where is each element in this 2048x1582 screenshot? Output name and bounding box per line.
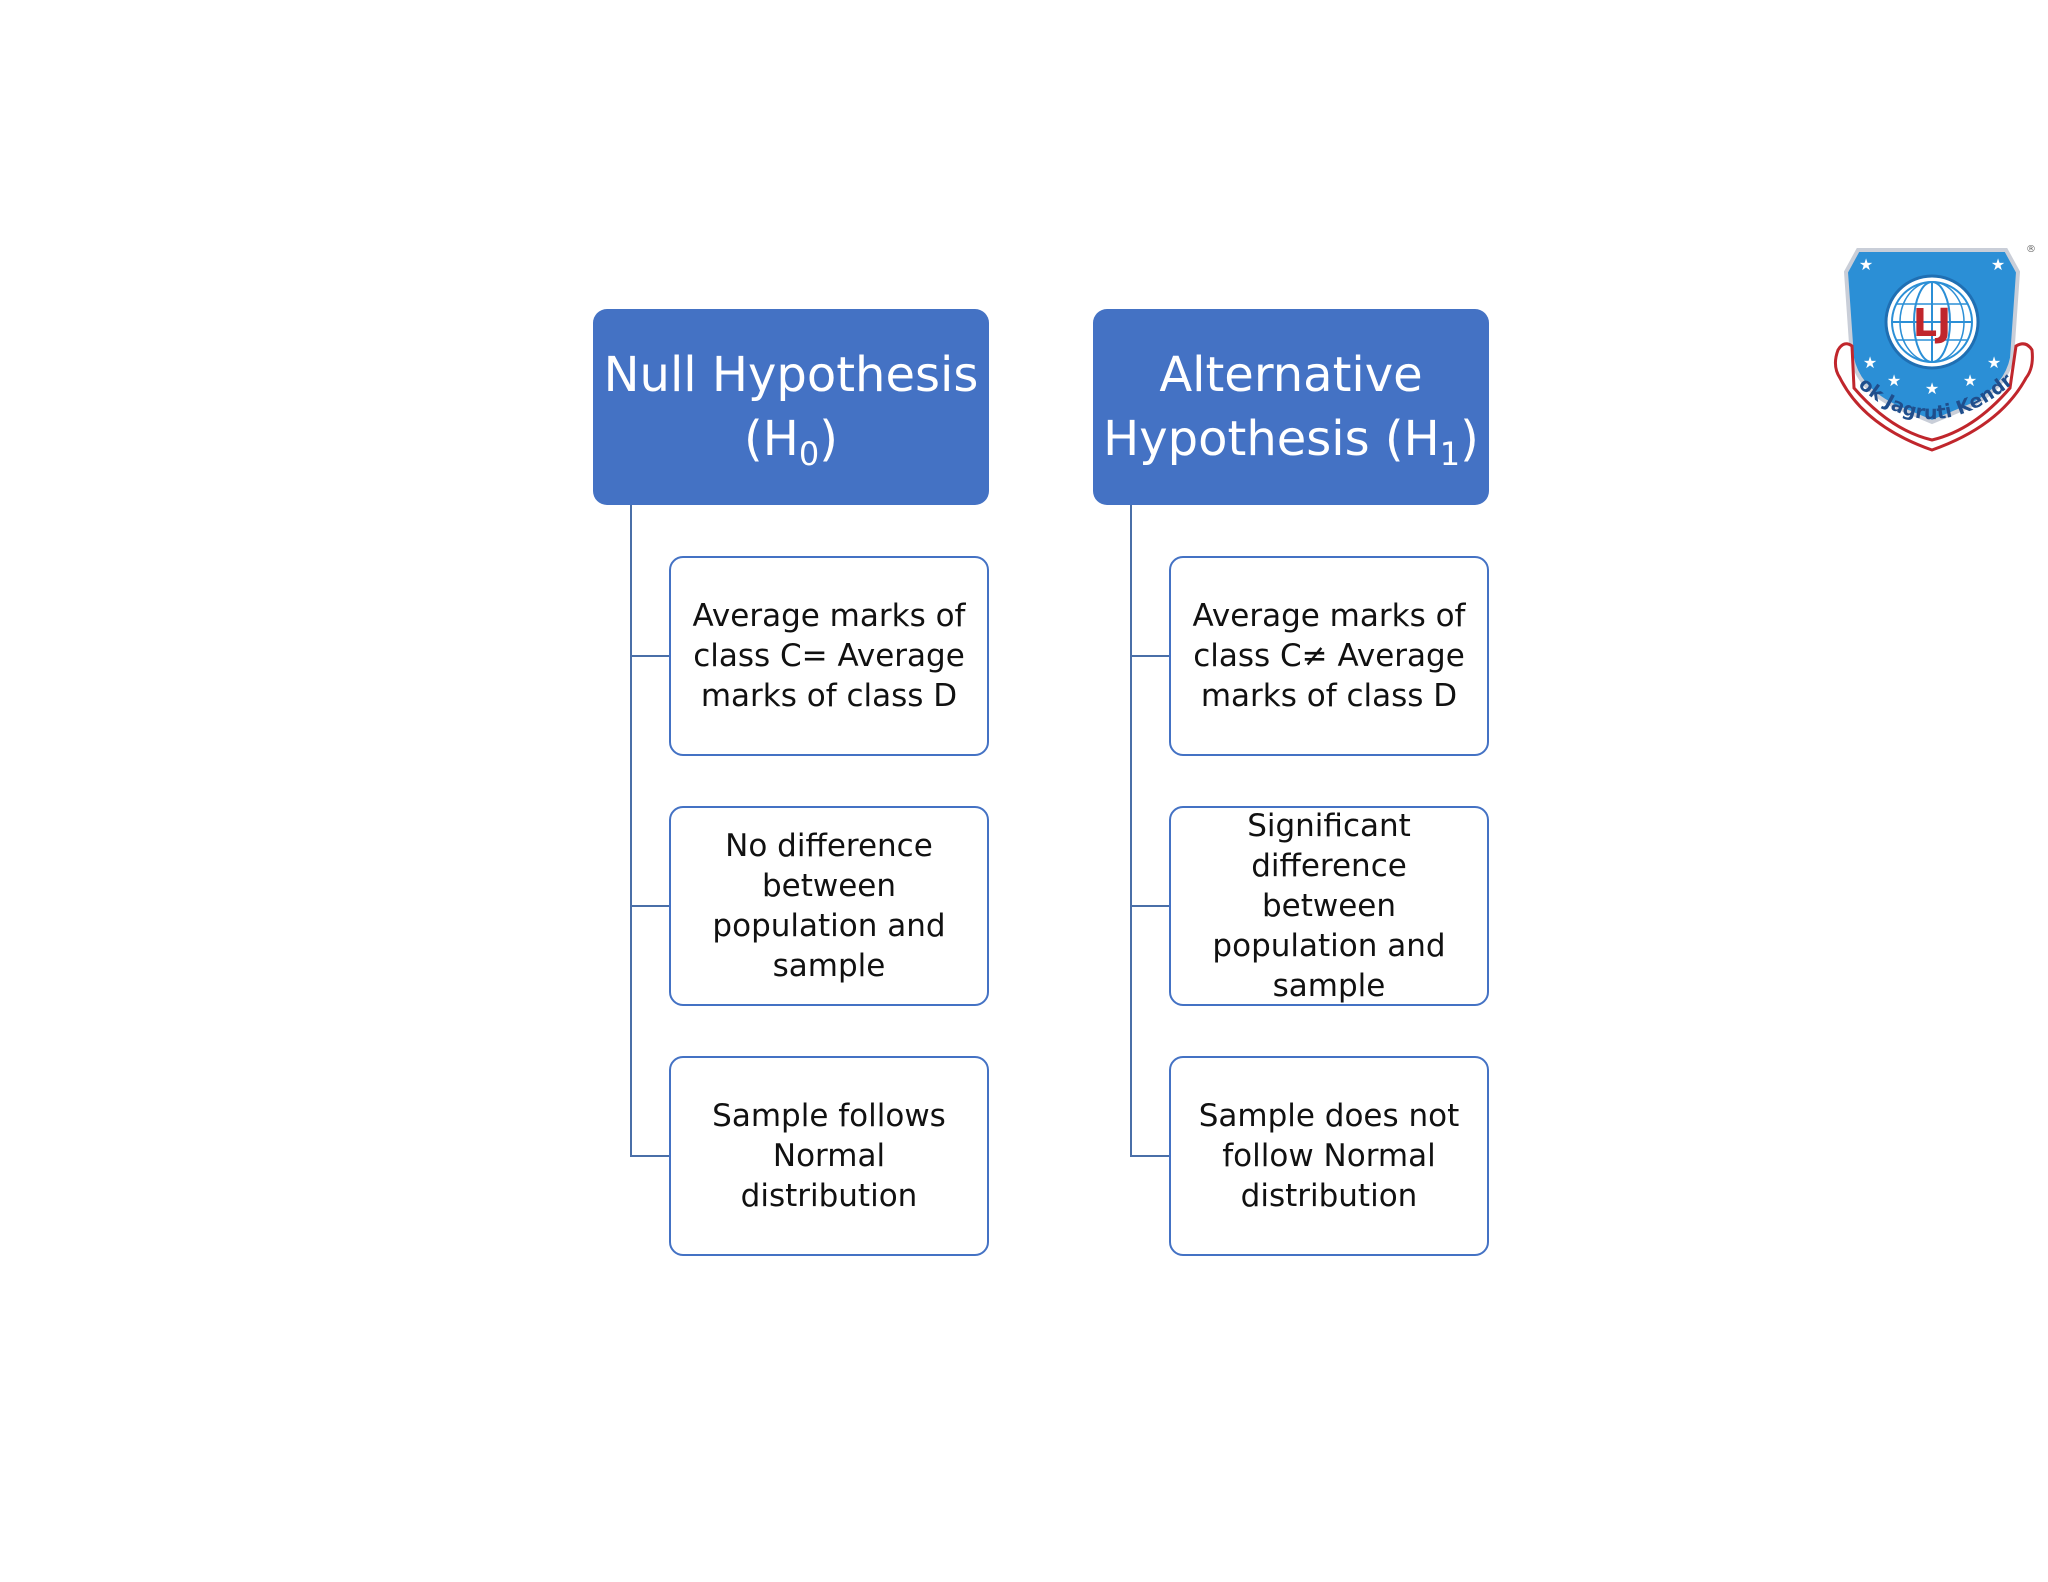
- null-item-text: Average marks of class C= Average marks …: [692, 598, 966, 714]
- alt-tree-trunk: [1130, 505, 1132, 1157]
- alt-item-box: Sample does not follow Normal distributi…: [1169, 1056, 1489, 1256]
- null-branch-2: [630, 905, 670, 907]
- svg-text:★: ★: [1991, 255, 2005, 274]
- logo-monogram: LJ: [1913, 301, 1951, 345]
- alt-title-close: ): [1460, 411, 1479, 467]
- alt-branch-2: [1130, 905, 1170, 907]
- lok-jagruti-kendra-logo: ★ ★ ★ ★ ★ ★ ★ LJ ®: [1824, 221, 2040, 460]
- globe-icon: [1884, 274, 1980, 370]
- alternative-hypothesis-title: Alternative Hypothesis (H1): [1103, 343, 1479, 471]
- null-item-box: No difference between population and sam…: [669, 806, 989, 1006]
- alt-item-box: Average marks of class C≠ Average marks …: [1169, 556, 1489, 756]
- svg-text:★: ★: [1925, 379, 1939, 398]
- alt-branch-1: [1130, 655, 1170, 657]
- null-item-text: No difference between population and sam…: [712, 828, 946, 984]
- alt-item-box: Significant difference between populatio…: [1169, 806, 1489, 1006]
- null-title-close: ): [819, 411, 838, 467]
- null-title-subscript: 0: [798, 435, 820, 473]
- alt-branch-3: [1130, 1155, 1170, 1157]
- alt-title-second: Hypothesis (H: [1103, 411, 1440, 467]
- null-tree-trunk: [630, 505, 632, 1157]
- null-hypothesis-title: Null Hypothesis (H0): [604, 343, 979, 471]
- svg-text:★: ★: [1887, 371, 1901, 390]
- registered-mark: ®: [2026, 244, 2036, 255]
- alt-item-text: Average marks of class C≠ Average marks …: [1192, 598, 1466, 714]
- null-item-box: Sample follows Normal distribution: [669, 1056, 989, 1256]
- star-icons: ★ ★ ★ ★ ★ ★ ★: [1859, 255, 2005, 398]
- svg-text:★: ★: [1859, 255, 1873, 274]
- null-title-main: Null Hypothesis: [603, 347, 979, 403]
- null-title-open: (H: [744, 411, 799, 467]
- svg-text:★: ★: [1987, 353, 2001, 372]
- null-hypothesis-header: Null Hypothesis (H0): [593, 309, 989, 505]
- alt-title-main: Alternative: [1159, 347, 1423, 403]
- alt-item-text: Sample does not follow Normal distributi…: [1198, 1098, 1460, 1214]
- svg-text:★: ★: [1963, 371, 1977, 390]
- null-branch-3: [630, 1155, 670, 1157]
- null-item-text: Sample follows Normal distribution: [712, 1098, 946, 1214]
- null-item-box: Average marks of class C= Average marks …: [669, 556, 989, 756]
- alt-title-subscript: 1: [1439, 435, 1461, 473]
- null-branch-1: [630, 655, 670, 657]
- alternative-hypothesis-header: Alternative Hypothesis (H1): [1093, 309, 1489, 505]
- alt-item-text: Significant difference between populatio…: [1212, 808, 1446, 1004]
- ribbon-shape: [1833, 342, 2034, 452]
- svg-text:★: ★: [1863, 353, 1877, 372]
